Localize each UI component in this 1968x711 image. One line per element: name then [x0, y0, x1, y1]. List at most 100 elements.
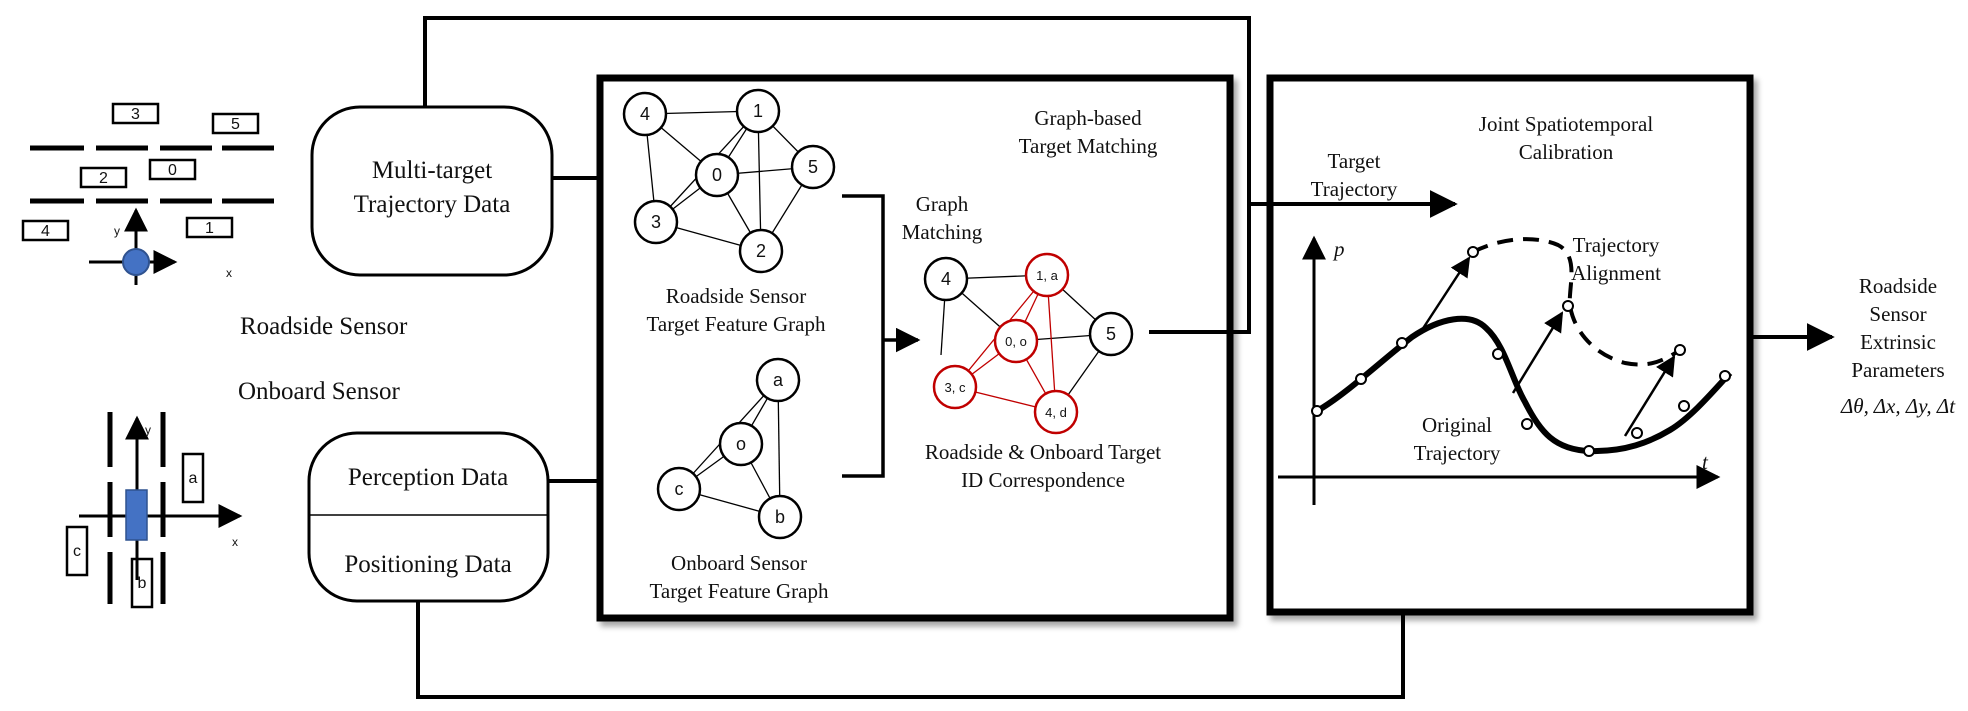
matching-panel-title-line1: Graph-based [1034, 106, 1142, 130]
svg-text:a: a [773, 370, 784, 390]
onboard-vehicle-c: c [65, 525, 89, 577]
svg-text:Multi-target: Multi-target [372, 157, 492, 184]
onboard-vehicle-icon [125, 489, 148, 541]
calibration-title-line2: Calibration [1519, 140, 1614, 164]
original-trajectory-label-line1: Original [1422, 413, 1492, 437]
svg-text:4, d: 4, d [1045, 405, 1067, 420]
output-params: Δθ, Δx, Δy, Δt [1840, 394, 1956, 418]
roadside-graph-node-0: 0 [694, 152, 740, 198]
graph-matching-label-line2: Matching [902, 220, 983, 244]
roadside-graph-caption-line1: Roadside Sensor [666, 284, 807, 308]
svg-text:0, o: 0, o [1005, 334, 1027, 349]
trajectory-alignment-label-line1: Trajectory [1573, 233, 1660, 257]
svg-text:3, c: 3, c [945, 380, 966, 395]
original-trajectory-label-line2: Trajectory [1414, 441, 1501, 465]
matched-graph-node-4: 4 [923, 256, 969, 302]
output-title-line4: Parameters [1851, 358, 1944, 382]
aligned-trajectory-curve [1472, 237, 1682, 367]
correspondence-caption-line2: ID Correspondence [961, 468, 1125, 492]
roadside-sensor-icon [122, 248, 150, 276]
alignment-arrow-2 [1511, 311, 1564, 394]
original-trajectory-curve [1315, 315, 1733, 455]
onboard-graph-node-b: b [757, 494, 803, 540]
onboard-graph-node-a: a [755, 357, 801, 403]
svg-text:1, a: 1, a [1036, 268, 1058, 283]
alignment-arrow-3 [1623, 355, 1676, 437]
target-trajectory-label-line1: Target [1328, 149, 1381, 173]
onboard-sensor-label: Onboard Sensor [238, 378, 400, 405]
svg-text:4: 4 [41, 223, 50, 240]
roadside-y-label: y [114, 224, 120, 238]
svg-text:b: b [138, 575, 147, 592]
roadside-vehicle-2: 2 [79, 166, 128, 189]
svg-text:4: 4 [941, 269, 951, 289]
graph-matching-label-line1: Graph [916, 192, 969, 216]
roadside-graph-node-5: 5 [790, 144, 836, 190]
svg-text:c: c [675, 479, 684, 499]
svg-text:2: 2 [99, 170, 108, 187]
onboard-graph-node-c: c [656, 466, 702, 512]
onboard-scene: a c b x y [65, 412, 243, 609]
output-title-line2: Sensor [1869, 302, 1926, 326]
matched-graph-node-4d: 4, d [1033, 389, 1079, 435]
calibration-title-line1: Joint Spatiotemporal [1479, 112, 1654, 136]
svg-text:Trajectory Data: Trajectory Data [354, 191, 511, 218]
positioning-data-label: Positioning Data [344, 551, 511, 578]
svg-text:4: 4 [640, 104, 650, 124]
onboard-graph-caption-line2: Target Feature Graph [650, 579, 829, 603]
trajectory-alignment-label-line2: Alignment [1571, 261, 1661, 285]
onboard-x-label: x [232, 535, 238, 549]
calibration-panel [1266, 74, 1754, 616]
roadside-vehicle-4: 4 [21, 219, 70, 242]
matching-panel-title-line2: Target Matching [1019, 134, 1158, 158]
svg-text:3: 3 [131, 106, 140, 123]
onboard-vehicle-a: a [181, 452, 205, 504]
svg-text:1: 1 [205, 220, 214, 237]
roadside-graph-caption-line2: Target Feature Graph [647, 312, 826, 336]
roadside-vehicle-0: 0 [148, 158, 197, 181]
roadside-sensor-label: Roadside Sensor [240, 313, 408, 340]
t-axis-label: t [1702, 450, 1709, 474]
roadside-vehicle-1: 1 [185, 216, 234, 239]
roadside-graph-node-4: 4 [622, 91, 668, 137]
onboard-y-label: y [145, 423, 151, 437]
extrinsic-parameters-output: Roadside Sensor Extrinsic Parameters Δθ,… [1840, 274, 1956, 418]
svg-text:5: 5 [808, 157, 818, 177]
perception-data-label: Perception Data [348, 464, 508, 491]
onboard-graph-node-o: o [718, 421, 764, 467]
trajectory-sample-points [1311, 246, 1731, 457]
roadside-graph-node-1: 1 [735, 88, 781, 134]
roadside-x-label: x [226, 266, 232, 280]
svg-text:1: 1 [753, 101, 763, 121]
roadside-graph-node-2: 2 [738, 228, 784, 274]
roadside-vehicle-3: 3 [111, 102, 160, 125]
svg-text:b: b [775, 507, 785, 527]
svg-text:o: o [736, 434, 746, 454]
matched-graph-node-5: 5 [1088, 311, 1134, 357]
onboard-vehicle-b: b [130, 557, 154, 609]
multi-target-trajectory-box: Multi-target Trajectory Data [310, 105, 554, 277]
graph-matching-panel [596, 74, 1234, 622]
svg-text:c: c [73, 543, 81, 560]
matched-graph-node-3c: 3, c [932, 364, 978, 410]
svg-text:5: 5 [1106, 324, 1116, 344]
matched-graph-node-0o: 0, o [993, 318, 1039, 364]
roadside-graph-node-3: 3 [633, 199, 679, 245]
alignment-arrow-1 [1418, 256, 1471, 334]
svg-text:0: 0 [712, 165, 722, 185]
output-title-line1: Roadside [1859, 274, 1937, 298]
output-title-line3: Extrinsic [1860, 330, 1936, 354]
roadside-scene: 3 5 2 0 4 1 x y [21, 102, 274, 285]
svg-text:0: 0 [168, 162, 177, 179]
svg-text:5: 5 [231, 116, 240, 133]
p-axis-label: p [1332, 237, 1345, 261]
svg-text:3: 3 [651, 212, 661, 232]
correspondence-caption-line1: Roadside & Onboard Target [925, 440, 1161, 464]
onboard-data-box: Perception Data Positioning Data [307, 431, 550, 603]
target-trajectory-label-line2: Trajectory [1311, 177, 1398, 201]
svg-text:2: 2 [756, 241, 766, 261]
graph-matching-bracket [842, 194, 885, 478]
svg-text:a: a [189, 470, 198, 487]
roadside-vehicle-5: 5 [211, 112, 260, 135]
